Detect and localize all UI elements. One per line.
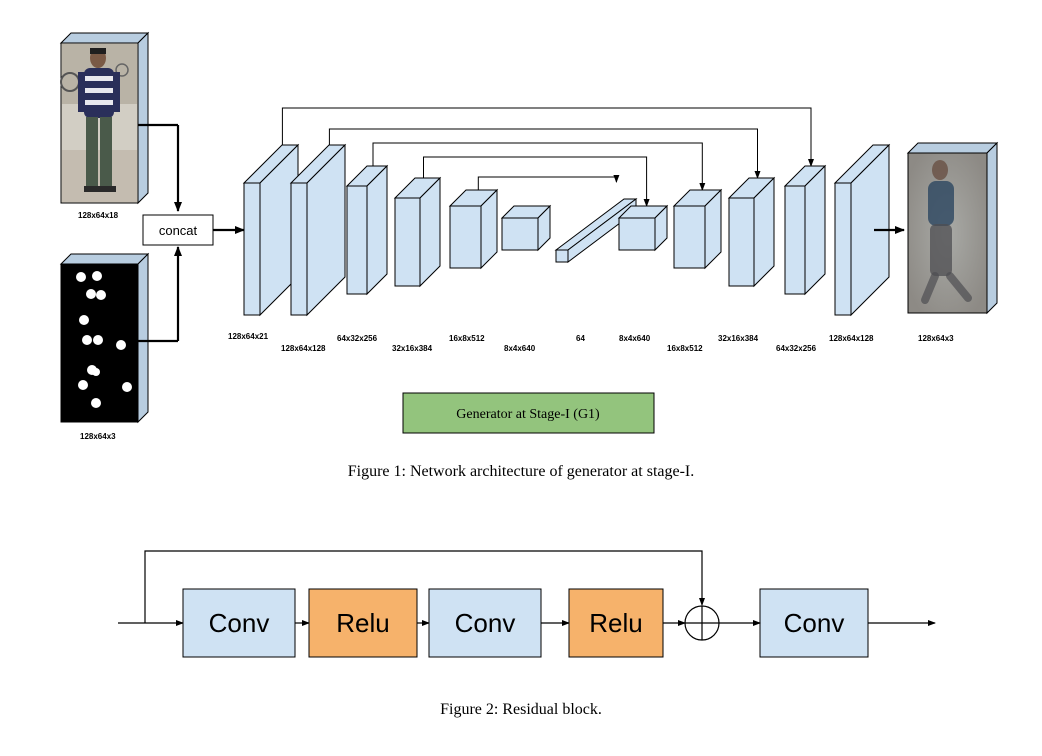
unet-layer-label-7: 64 xyxy=(576,334,585,343)
skip-connection-1 xyxy=(281,107,814,167)
residual-skip-connection xyxy=(144,550,705,623)
unet-layer-12 xyxy=(833,143,891,317)
unet-layer-label-2: 128x64x128 xyxy=(281,344,326,353)
unet-layer-label-8: 8x4x640 xyxy=(619,334,651,343)
unet-layer-label-9: 16x8x512 xyxy=(667,344,703,353)
skip-connection-5 xyxy=(477,175,620,190)
residual-block-label-4: Relu xyxy=(589,608,642,638)
unet-layer-label-10: 32x16x384 xyxy=(718,334,759,343)
unet-layer-label-6: 8x4x640 xyxy=(504,344,536,353)
output-generated-image xyxy=(906,141,999,315)
unet-layer-1 xyxy=(242,143,300,317)
residual-conv-block-5: Conv xyxy=(759,588,869,658)
input-image-label: 128x64x18 xyxy=(78,211,119,220)
unet-layer-6 xyxy=(500,204,552,252)
figure-1: 128x64x18 128x64x3 concat xyxy=(59,31,999,480)
input-pose-map xyxy=(59,252,150,424)
skip-connection-4 xyxy=(423,156,650,207)
residual-relu-block-2: Relu xyxy=(308,588,418,658)
elementwise-sum-node xyxy=(684,605,720,641)
concat-box xyxy=(142,214,214,246)
input-pose-label: 128x64x3 xyxy=(80,432,116,441)
stage-label-box xyxy=(402,392,655,434)
unet-layer-label-4: 32x16x384 xyxy=(392,344,433,353)
unet-layer-11 xyxy=(783,164,827,296)
residual-block-label-3: Conv xyxy=(455,608,516,638)
unet-layer-label-5: 16x8x512 xyxy=(449,334,485,343)
residual-block-label-1: Conv xyxy=(209,608,270,638)
unet-layer-5 xyxy=(448,188,499,270)
unet-layer-label-1: 128x64x21 xyxy=(228,332,269,341)
concat-label: concat xyxy=(159,223,198,238)
input-person-image xyxy=(59,31,150,205)
unet-layer-8 xyxy=(617,204,669,252)
residual-conv-block-1: Conv xyxy=(182,588,296,658)
unet-layer-4 xyxy=(393,176,442,288)
figure-2-caption: Figure 2: Residual block. xyxy=(440,701,602,718)
output-image-label: 128x64x3 xyxy=(918,334,954,343)
stage-label: Generator at Stage-I (G1) xyxy=(456,407,600,422)
skip-connection-2 xyxy=(328,128,761,179)
unet-layer-label-11: 64x32x256 xyxy=(776,344,817,353)
skip-connection-3 xyxy=(372,142,706,191)
unet-layer-label-3: 64x32x256 xyxy=(337,334,378,343)
residual-relu-block-4: Relu xyxy=(568,588,664,658)
residual-block-label-5: Conv xyxy=(784,608,845,638)
unet-layer-2 xyxy=(289,143,347,317)
unet-layer-label-12: 128x64x128 xyxy=(829,334,874,343)
figure-2: Conv Relu Conv Relu Conv Figure 2: Residual … xyxy=(118,550,936,718)
figure-1-caption: Figure 1: Network architecture of genera… xyxy=(348,463,695,480)
unet-layer-9 xyxy=(672,188,723,270)
residual-conv-block-3: Conv xyxy=(428,588,542,658)
unet-layer-3 xyxy=(345,164,389,296)
residual-block-label-2: Relu xyxy=(336,608,389,638)
unet-layer-10 xyxy=(727,176,776,288)
